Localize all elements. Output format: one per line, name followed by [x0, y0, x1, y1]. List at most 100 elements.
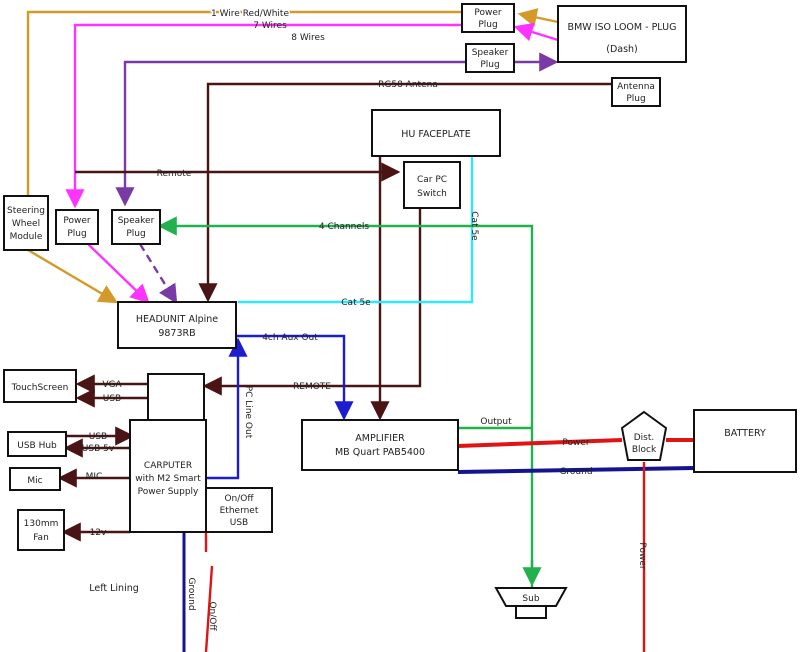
dist-block-line2: Block	[632, 445, 657, 455]
antenna-plug-line1: Antenna	[617, 82, 655, 92]
label-usb-touch: USB	[103, 394, 121, 404]
wire-rg58	[198, 82, 612, 303]
fan-line1: 130mm	[24, 519, 59, 529]
car-pc-switch: Car PC Switch	[403, 161, 461, 209]
label-12v: 12v	[90, 528, 107, 538]
power-plug-left: Power Plug	[55, 209, 99, 245]
label-vga: VGA	[102, 380, 122, 390]
label-cat5e-vertical: Cat 5e	[469, 211, 479, 241]
headunit-alpine: HEADUNIT Alpine 9873RB	[117, 301, 237, 349]
hu-faceplate-label: HU FACEPLATE	[401, 129, 470, 140]
label-eight-wires: 8 Wires	[291, 33, 325, 43]
power-plug-left-line2: Plug	[67, 229, 86, 239]
bmw-iso-loom-plug: BMW ISO LOOM - PLUG (Dash)	[557, 5, 687, 63]
label-power-vertical: Power	[637, 542, 647, 570]
dist-block-line1: Dist.	[634, 433, 655, 443]
battery: BATTERY	[693, 409, 797, 473]
label-mic: MIC	[86, 472, 103, 482]
power-plug-top-line2: Plug	[478, 20, 497, 30]
fan-line2: Fan	[33, 533, 49, 543]
wire-cat5e	[238, 156, 474, 304]
onoff-line2: Ethernet	[220, 506, 259, 516]
battery-label: BATTERY	[724, 428, 766, 439]
wire-bmw-to-power-plug	[517, 8, 559, 27]
wire-speaker-dashed	[138, 243, 178, 305]
wire-four-channels	[157, 216, 534, 600]
label-aux-out: 4ch Aux Out	[262, 333, 318, 343]
wire-seven-wires	[65, 23, 462, 209]
touchscreen-label: TouchScreen	[11, 383, 69, 393]
speaker-plug-top-line2: Plug	[480, 60, 499, 70]
wire-power-amp	[457, 438, 623, 448]
speaker-plug-left-line1: Speaker	[118, 216, 155, 226]
power-plug-top-line1: Power	[474, 8, 502, 18]
amplifier-line2: MB Quart PAB5400	[335, 447, 425, 458]
label-onoff-vertical: On/Off	[207, 601, 217, 631]
amplifier-line1: AMPLIFIER	[355, 433, 405, 444]
wire-ground-amp	[457, 466, 695, 474]
steering-wheel-module: Steering Wheel Module	[3, 195, 49, 251]
car-pc-switch-line1: Car PC	[417, 175, 447, 185]
carputer-line1: CARPUTER	[144, 461, 192, 471]
bmw-plug-line1: BMW ISO LOOM - PLUG	[568, 22, 677, 33]
mic-label: Mic	[27, 476, 42, 486]
label-one-wire-fg: 1 Wire Red/White	[211, 9, 289, 19]
onoff-line1: On/Off	[224, 494, 254, 504]
label-one-wire: 1 Wire Red/White	[211, 9, 289, 19]
antenna-plug-line2: Plug	[626, 94, 645, 104]
speaker-plug-top-line1: Speaker	[472, 48, 509, 58]
usb-hub: USB Hub	[7, 431, 67, 457]
onoff-line3: USB	[230, 518, 248, 528]
headunit-line2: 9873RB	[158, 328, 195, 339]
wire-onoff-vertical	[204, 532, 214, 652]
label-remote-top: Remote	[157, 169, 192, 179]
label-ground-vertical: Ground	[186, 577, 196, 610]
power-plug-left-line1: Power	[63, 216, 91, 226]
wire-steering-to-headunit	[27, 248, 119, 304]
steering-line1: Steering	[7, 206, 45, 216]
sub-label: Sub	[522, 594, 539, 604]
mic: Mic	[9, 467, 61, 491]
speaker-plug-left-line2: Plug	[126, 229, 145, 239]
label-usb-hub: USB	[89, 432, 107, 442]
speaker-plug-left: Speaker Plug	[111, 209, 161, 245]
carputer-line3: Power Supply	[138, 487, 199, 497]
car-pc-switch-line2: Switch	[417, 189, 447, 199]
wire-bmw-magenta	[513, 22, 559, 42]
steering-line2: Wheel	[12, 219, 40, 229]
label-rg58: RG58 Antena	[378, 80, 438, 90]
display-adapter-box	[147, 373, 205, 421]
label-left-lining: Left Lining	[89, 583, 139, 594]
label-four-channels: 4 Channels	[319, 222, 370, 232]
speaker-plug-top: Speaker Plug	[465, 43, 515, 73]
label-pc-line-out: PC Line Out	[243, 386, 253, 439]
carputer: CARPUTER with M2 Smart Power Supply	[129, 419, 207, 533]
fan: 130mm Fan	[17, 509, 65, 551]
headunit-line1: HEADUNIT Alpine	[136, 314, 218, 325]
wire-pc-line-out	[206, 337, 248, 480]
label-ground-amp: Ground	[559, 467, 592, 477]
label-output: Output	[480, 417, 512, 427]
subwoofer: Sub	[494, 587, 568, 619]
wire-powerplug-to-headunit	[87, 243, 150, 304]
amplifier: AMPLIFIER MB Quart PAB5400	[301, 419, 459, 471]
touchscreen: TouchScreen	[3, 369, 77, 403]
dist-block: Dist. Block	[620, 410, 668, 461]
power-plug-top: Power Plug	[461, 3, 515, 33]
label-power-amp: Power	[562, 438, 590, 448]
carputer-line2: with M2 Smart	[135, 474, 201, 484]
wire-remote-mid	[202, 208, 422, 396]
label-seven-wires: 7 Wires	[253, 21, 287, 31]
wire-one-wire	[26, 10, 462, 196]
antenna-plug: Antenna Plug	[611, 77, 661, 107]
label-usb-5v: USB 5v	[82, 444, 115, 454]
hu-faceplate: HU FACEPLATE	[371, 109, 501, 157]
bmw-plug-line2: (Dash)	[606, 44, 638, 55]
steering-line3: Module	[10, 232, 43, 242]
wire-aux-out	[236, 334, 354, 421]
label-cat5e-horizontal: Cat 5e	[341, 298, 371, 308]
onoff-ethernet-usb: On/Off Ethernet USB	[205, 487, 273, 533]
usb-hub-label: USB Hub	[17, 441, 57, 451]
wire-eight-wires	[115, 60, 466, 207]
